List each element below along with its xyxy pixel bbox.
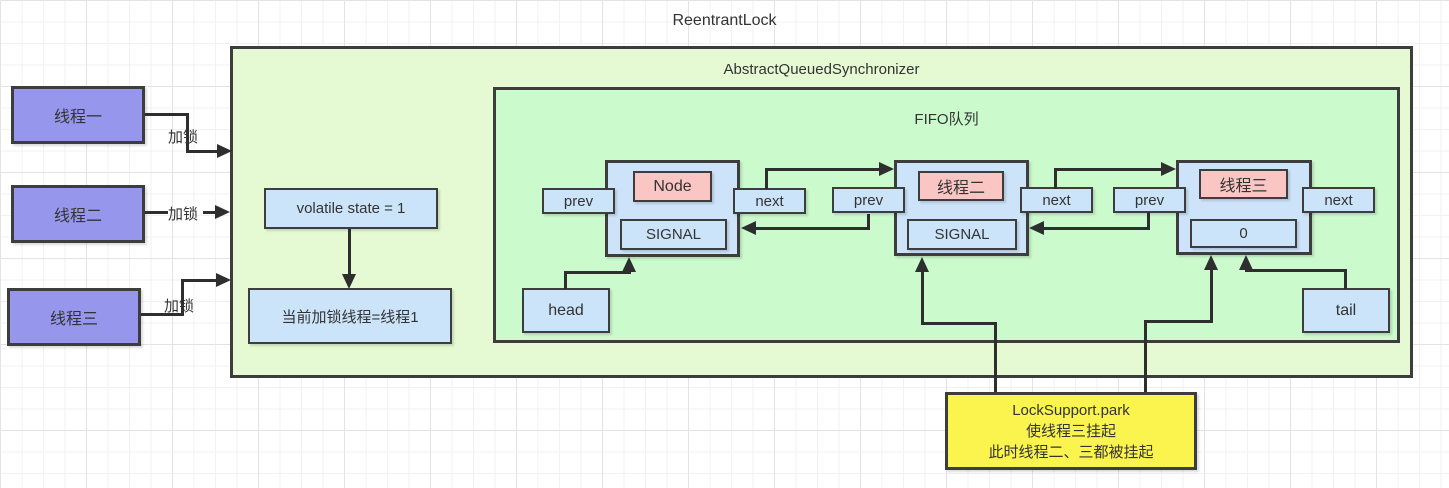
tail-arrow-line: [1245, 269, 1347, 272]
queue-node-1-next: next: [733, 188, 806, 214]
thread-2-lock-line: [203, 211, 217, 214]
thread-3-lock-arrowhead: [216, 273, 231, 287]
thread-2-box: 线程二: [11, 185, 145, 243]
thread-1-box: 线程一: [11, 86, 145, 144]
thread-2-lock-arrowhead: [215, 205, 230, 219]
prev2-to-node1-arrowhead: [741, 221, 756, 235]
thread-1-lock-line: [186, 150, 218, 153]
tail-arrow-line: [1344, 269, 1347, 289]
head-pointer-box: head: [522, 288, 610, 333]
locksupport-note-box: LockSupport.park 使线程三挂起 此时线程二、三都被挂起: [945, 392, 1197, 470]
state-owner-arrowhead: [342, 274, 356, 289]
thread-3-lock-line: [141, 313, 184, 316]
tail-pointer-box: tail: [1302, 288, 1390, 333]
thread-3-lock-line: [181, 279, 217, 282]
thread-1-lock-arrowhead: [217, 144, 232, 158]
fifo-title: FIFO队列: [914, 111, 979, 128]
lock-owner-box: 当前加锁线程=线程1: [248, 288, 452, 344]
thread-1-lock-label: 加锁: [168, 129, 199, 146]
note-to-node2-line: [994, 322, 997, 392]
next2-to-node3-line: [1054, 168, 1163, 171]
queue-node-1-prev: prev: [542, 188, 615, 214]
prev3-to-node2-line: [1147, 212, 1150, 229]
head-arrow-line: [564, 271, 567, 289]
head-arrowhead: [622, 257, 636, 272]
thread-2-lock-label: 加锁: [168, 206, 199, 223]
thread-3-box: 线程三: [7, 288, 141, 346]
queue-node-2-label: 线程二: [918, 171, 1004, 201]
prev3-to-node2-line: [1044, 227, 1150, 230]
queue-node-2-waitstatus: SIGNAL: [907, 219, 1017, 250]
queue-node-3-prev: prev: [1113, 187, 1186, 213]
thread-1-lock-line: [186, 113, 189, 153]
queue-node-1-waitstatus: SIGNAL: [620, 219, 727, 250]
queue-node-2-prev: prev: [832, 187, 905, 213]
thread-2-lock-line: [145, 211, 168, 214]
queue-node-3-waitstatus: 0: [1190, 219, 1297, 248]
aqs-title: AbstractQueuedSynchronizer: [723, 61, 920, 78]
state-owner-line: [348, 229, 351, 276]
thread-3-lock-line: [181, 281, 184, 316]
next1-to-node2-arrowhead: [879, 162, 894, 176]
thread-1-lock-line: [145, 113, 189, 116]
next2-to-node3-arrowhead: [1161, 162, 1176, 176]
prev3-to-node2-arrowhead: [1029, 221, 1044, 235]
queue-node-1-label: Node: [633, 171, 712, 202]
prev2-to-node1-line: [867, 214, 870, 230]
note-to-node3-line: [1144, 320, 1213, 323]
note-to-node3-arrowhead: [1204, 255, 1218, 270]
note-line-3: 此时线程二、三都被挂起: [988, 443, 1154, 461]
queue-node-3-label: 线程三: [1199, 169, 1288, 199]
next2-to-node3-line: [1054, 170, 1057, 189]
note-line-2: 使线程三挂起: [1025, 422, 1116, 440]
volatile-state-box: volatile state = 1: [264, 188, 438, 229]
note-to-node3-line: [1210, 269, 1213, 322]
next1-to-node2-line: [765, 170, 768, 189]
prev2-to-node1-line: [756, 227, 870, 230]
note-to-node2-line: [921, 322, 997, 325]
note-to-node2-arrowhead: [915, 257, 929, 272]
head-arrow-line: [564, 271, 631, 274]
tail-arrowhead: [1239, 255, 1253, 270]
note-to-node2-line: [921, 271, 924, 324]
note-to-node3-line: [1144, 320, 1147, 392]
diagram-title: ReentrantLock: [672, 12, 777, 29]
queue-node-2-next: next: [1020, 187, 1093, 213]
note-line-1: LockSupport.park: [1012, 401, 1130, 419]
thread-3-lock-label: 加锁: [164, 298, 195, 315]
next1-to-node2-line: [765, 168, 880, 171]
queue-node-3-next: next: [1302, 187, 1375, 213]
